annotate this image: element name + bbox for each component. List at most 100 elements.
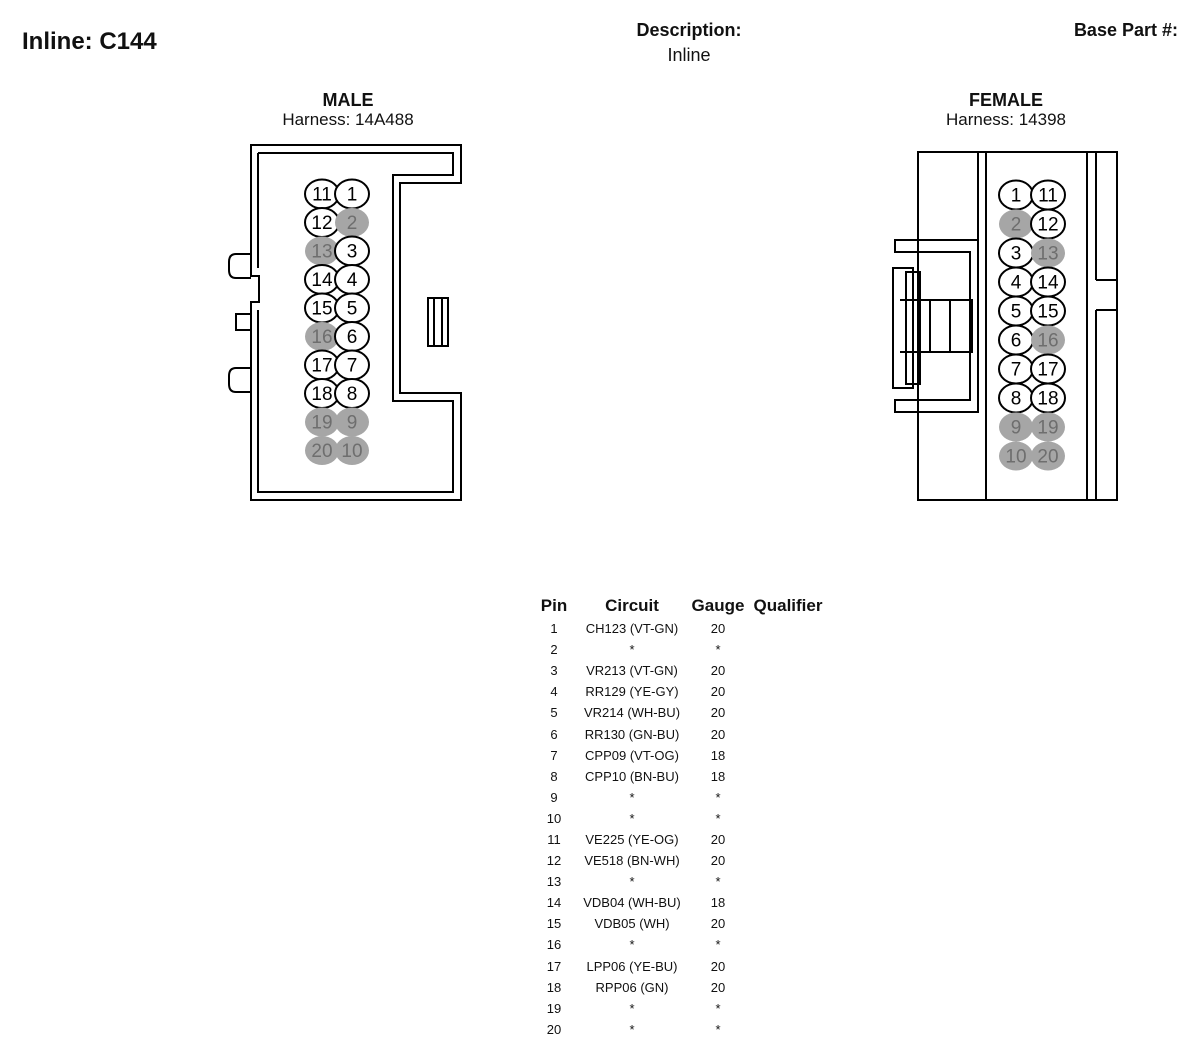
male-cavity-number: 9 <box>347 413 358 434</box>
circuit-cell: CPP10 (BN-BU) <box>585 768 679 784</box>
qualifier-cell <box>748 702 828 723</box>
female-cavity-number: 13 <box>1037 244 1058 265</box>
female-cavity-number: 14 <box>1037 273 1059 294</box>
pin-cell: 14 <box>546 895 562 911</box>
male-cavity-number: 19 <box>311 413 332 434</box>
male-cavity-number: 6 <box>347 327 358 348</box>
female-cavity-circle <box>1031 412 1065 442</box>
circuit-cell: VDB04 (WH-BU) <box>583 895 681 911</box>
gauge-cell: 18 <box>710 747 726 763</box>
pin-cell: 20 <box>546 1021 562 1037</box>
table-row: 12 VE518 (BN-WH) 20 <box>532 850 828 871</box>
gauge-cell: * <box>715 937 721 953</box>
male-cavity-number: 18 <box>311 384 332 405</box>
male-housing-outline <box>228 144 462 501</box>
circuit-cell: VE518 (BN-WH) <box>584 853 680 869</box>
table-row: 2 * * <box>532 639 828 660</box>
table-row: 20 * * <box>532 1019 828 1040</box>
female-cavity-number: 11 <box>1038 186 1058 207</box>
female-harness-label: Harness: 14398 <box>945 110 1067 129</box>
male-cavity-number: 8 <box>347 384 358 405</box>
qualifier-cell <box>748 977 828 998</box>
gauge-cell: 20 <box>710 684 726 700</box>
male-cavity-circle <box>305 407 339 437</box>
circuit-cell: LPP06 (YE-BU) <box>586 958 678 974</box>
gauge-cell: 20 <box>710 705 726 721</box>
male-cavity-number: 11 <box>312 185 332 206</box>
female-cavity-number: 5 <box>1011 302 1022 323</box>
qualifier-cell <box>748 913 828 934</box>
female-cavity: 10 <box>999 441 1033 471</box>
table-header-row: Pin Circuit Gauge Qualifier <box>532 594 828 618</box>
female-cavity: 8 <box>998 382 1034 414</box>
male-cavity-circle <box>305 322 339 351</box>
female-cavity-circle <box>999 412 1033 442</box>
circuit-cell: * <box>629 789 635 805</box>
pin-cell: 5 <box>550 705 558 721</box>
qualifier-cell <box>748 745 828 766</box>
male-cavity: 8 <box>334 378 370 409</box>
qualifier-cell <box>748 681 828 702</box>
male-cavity-circle <box>335 407 369 437</box>
circuit-cell: * <box>629 1021 635 1037</box>
connector-title: Inline: C144 <box>22 28 157 55</box>
pin-cell: 9 <box>550 789 558 805</box>
gauge-cell: 20 <box>710 853 726 869</box>
male-cavity: 13 <box>305 236 339 266</box>
female-connector-heading: FEMALE Harness: 14398 <box>886 90 1126 130</box>
pin-cell: 7 <box>550 747 558 763</box>
gauge-cell: 20 <box>710 663 726 679</box>
female-cavity: 5 <box>998 295 1034 327</box>
female-cavity: 11 <box>1030 179 1066 211</box>
column-header-qualifier: Qualifier <box>753 596 823 615</box>
pin-cell: 11 <box>547 831 561 847</box>
female-cavity: 14 <box>1030 266 1066 298</box>
male-cavity: 12 <box>304 207 340 238</box>
table-row: 19** <box>532 998 828 1019</box>
gauge-cell: * <box>715 1021 721 1037</box>
male-cavity-circle <box>335 208 369 237</box>
female-cavity: 18 <box>1030 382 1066 414</box>
female-cavity-number: 4 <box>1011 273 1022 294</box>
male-cavity-number: 7 <box>347 356 358 377</box>
female-cavity-number: 20 <box>1037 447 1058 468</box>
female-cavity: 16 <box>1031 325 1065 355</box>
description-label: Description: <box>636 20 742 40</box>
pin-cell: 12 <box>546 853 562 869</box>
qualifier-cell <box>748 998 828 1019</box>
pin-cell: 2 <box>550 642 558 658</box>
description-value: Inline <box>667 45 711 65</box>
qualifier-cell <box>748 766 828 787</box>
qualifier-cell <box>748 956 828 977</box>
female-cavity: 3 <box>998 237 1034 269</box>
table-row: 9** <box>532 787 828 808</box>
female-housing-outline <box>892 151 1118 501</box>
female-cavity: 7 <box>998 353 1034 385</box>
circuit-cell: VR214 (WH-BU) <box>583 705 681 721</box>
female-cavity: 4 <box>998 266 1034 298</box>
qualifier-cell <box>748 618 828 639</box>
female-cavity-number: 16 <box>1037 331 1058 352</box>
female-cavity: 19 <box>1031 412 1065 442</box>
gauge-cell: 20 <box>710 979 726 995</box>
female-cavity-circle <box>1031 238 1065 268</box>
column-header-pin: Pin <box>540 596 568 615</box>
qualifier-cell <box>748 787 828 808</box>
female-cavity-circle <box>1031 441 1065 471</box>
pin-cell: 19 <box>546 1000 562 1016</box>
circuit-cell: * <box>629 642 635 658</box>
female-cavity-circle <box>1031 325 1065 355</box>
male-cavity-number: 20 <box>311 441 332 462</box>
male-cavity-number: 17 <box>311 356 332 377</box>
qualifier-cell <box>748 829 828 850</box>
gauge-cell: * <box>715 642 721 658</box>
male-cavity: 2 <box>335 208 369 237</box>
qualifier-cell <box>748 639 828 660</box>
